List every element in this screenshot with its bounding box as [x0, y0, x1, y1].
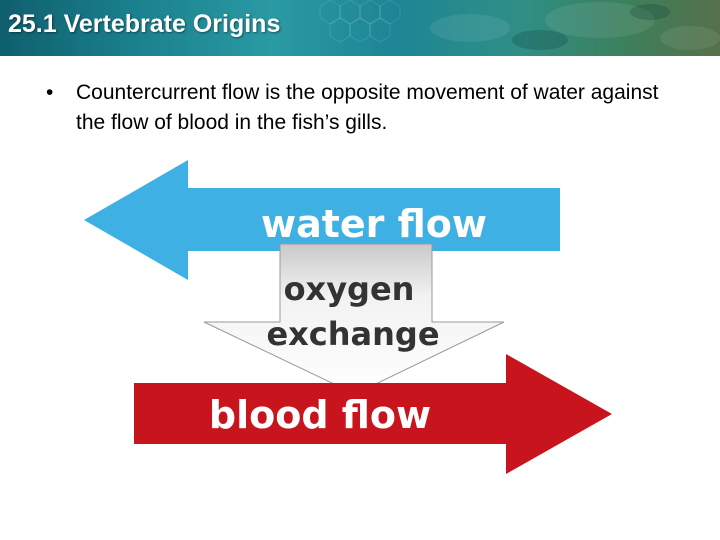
water-flow-arrow	[84, 160, 560, 280]
title-banner: 25.1 Vertebrate Origins	[0, 0, 720, 56]
slide-title: 25.1 Vertebrate Origins	[8, 10, 281, 38]
oxygen-exchange-arrow	[203, 243, 505, 395]
blood-flow-label: blood flow	[209, 393, 431, 437]
blood-flow-arrow	[134, 354, 612, 474]
bullet-text: Countercurrent flow is the opposite move…	[76, 81, 659, 134]
exchange-label: exchange	[266, 315, 439, 353]
banner-texture	[319, 0, 720, 50]
bullet-item: • Countercurrent flow is the opposite mo…	[46, 78, 686, 138]
water-flow-label: water flow	[261, 202, 487, 246]
bullet-symbol: •	[46, 81, 54, 104]
oxygen-label: oxygen	[284, 270, 415, 308]
